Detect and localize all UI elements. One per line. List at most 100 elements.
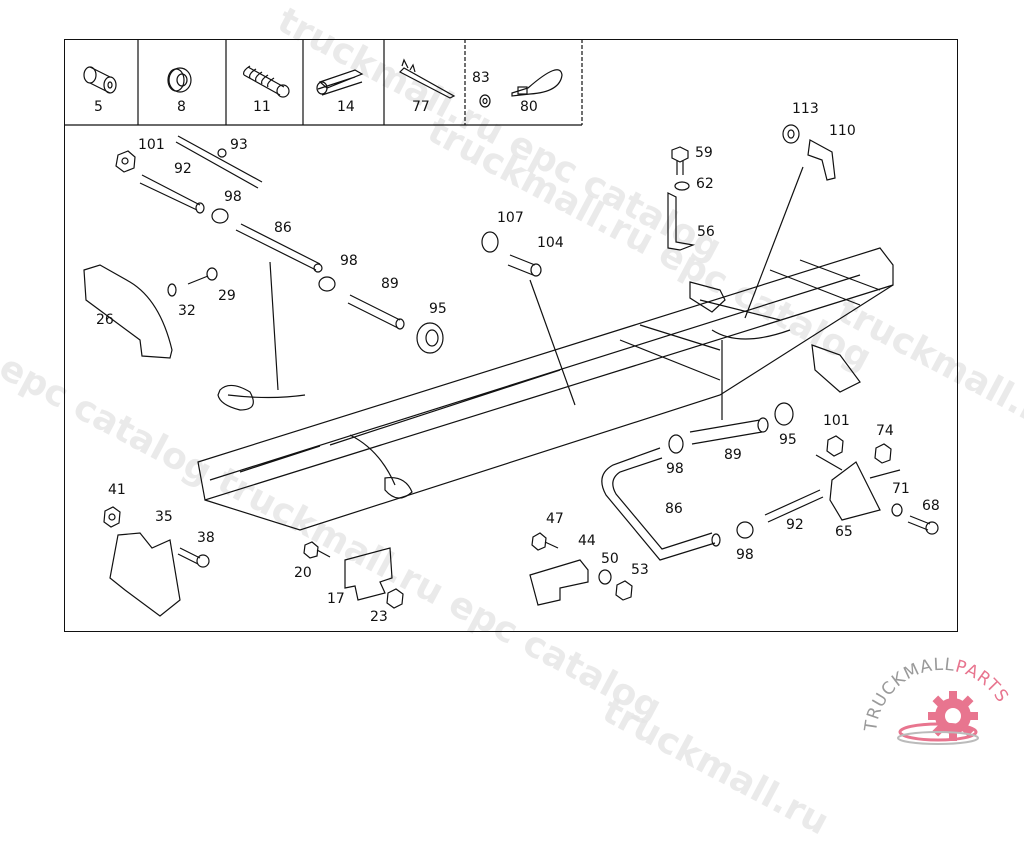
clamp-98: [211, 208, 229, 224]
leader-lines: [269, 166, 804, 420]
bolt-68: [907, 515, 939, 535]
washer-62: [674, 181, 690, 191]
callout-label: 89: [724, 447, 742, 463]
callout-label: 71: [892, 481, 910, 497]
valve-right: [811, 344, 861, 393]
callout-label: 23: [370, 609, 388, 625]
grommet-icon: [167, 67, 192, 93]
exploded-parts-diagram: [64, 39, 939, 617]
callout-label: 98: [224, 189, 242, 205]
callout-label: 50: [601, 551, 619, 567]
callout-label: 95: [429, 301, 447, 317]
connector-89: [347, 294, 405, 330]
connector-107: [481, 231, 499, 253]
nut-53: [615, 580, 633, 601]
callout-label: 59: [695, 145, 713, 161]
screw-29: [187, 267, 218, 285]
callout-label: 92: [174, 161, 192, 177]
bolt-20: [303, 541, 331, 559]
callout-label: 35: [155, 509, 173, 525]
callout-label: 5: [94, 99, 103, 115]
wiring-harness: [217, 329, 791, 499]
callout-label: 11: [253, 99, 271, 115]
legend-grid: [64, 39, 583, 126]
fitting-93: [175, 135, 263, 189]
callout-label: 107: [497, 210, 524, 226]
fitting-92b: [764, 489, 824, 523]
callout-label: 41: [108, 482, 126, 498]
nut-101b: [826, 435, 844, 457]
callout-label: 101: [138, 137, 165, 153]
callout-label: 20: [294, 565, 312, 581]
callout-label: 8: [177, 99, 186, 115]
bracket-56: [667, 192, 696, 251]
clamp-98c: [668, 434, 684, 454]
callout-label: 74: [876, 423, 894, 439]
callout-label: 101: [823, 413, 850, 429]
bracket-35: [109, 532, 181, 617]
bolt-59: [671, 146, 689, 175]
washer-50: [598, 569, 612, 585]
washer-icon: [479, 94, 491, 108]
bolt-38: [177, 547, 210, 568]
callout-label: 26: [96, 312, 114, 328]
fitting-92: [139, 174, 205, 214]
connector-89b: [689, 417, 769, 445]
bracket-44: [529, 559, 589, 606]
callout-label: 38: [197, 530, 215, 546]
nut-23: [386, 588, 404, 609]
callout-label: 110: [829, 123, 856, 139]
bolt-47: [531, 532, 559, 551]
callout-label: 113: [792, 101, 819, 117]
callout-label: 53: [631, 562, 649, 578]
gear-logo-icon: TRUCKMALLPARTS: [861, 655, 1012, 745]
callout-label: 92: [786, 517, 804, 533]
nut-74: [874, 443, 892, 464]
callout-label: 93: [230, 137, 248, 153]
callout-label: 80: [520, 99, 538, 115]
washer-113: [782, 124, 800, 144]
logo-text-accent: PARTS: [953, 657, 1012, 707]
callout-label: 98: [736, 547, 754, 563]
callout-label: 44: [578, 533, 596, 549]
callout-label: 68: [922, 498, 940, 514]
callout-label: 56: [697, 224, 715, 240]
corrugated-tube-icon: [243, 65, 290, 98]
hose-86-upper: [235, 223, 323, 273]
callout-label: 83: [472, 70, 490, 86]
callout-label: 32: [178, 303, 196, 319]
callout-label: 29: [218, 288, 236, 304]
truckmall-parts-logo[interactable]: TRUCKMALLPARTS: [858, 648, 1024, 750]
callout-label: 14: [337, 99, 355, 115]
valve-left: [689, 281, 726, 313]
plate-17: [344, 547, 393, 601]
washer-71: [891, 503, 903, 517]
callout-label: 86: [274, 220, 292, 236]
callout-label: 77: [412, 99, 430, 115]
hose-86-lower: [601, 447, 721, 561]
callout-label: 95: [779, 432, 797, 448]
callout-label: 47: [546, 511, 564, 527]
callout-label: 89: [381, 276, 399, 292]
nut-95: [416, 322, 444, 354]
washer-32: [167, 283, 177, 297]
sleeve-icon: [83, 66, 117, 94]
cable-tie-loop-icon: [511, 69, 563, 97]
double-hose-clip-icon: [316, 69, 364, 96]
bracket-26: [83, 264, 173, 359]
bracket-65: [815, 454, 901, 521]
callout-label: 17: [327, 591, 345, 607]
diagram-frame: [64, 39, 958, 632]
callout-label: 104: [537, 235, 564, 251]
callout-label: 98: [666, 461, 684, 477]
nut-101: [115, 150, 136, 173]
callout-label: 62: [696, 176, 714, 192]
callout-label: 98: [340, 253, 358, 269]
elbow-110: [807, 139, 836, 181]
clamp-98b: [318, 276, 336, 292]
nut-95b: [774, 402, 794, 426]
callout-label: 86: [665, 501, 683, 517]
cable-tie-strip-icon: [398, 58, 456, 99]
nut-41: [103, 506, 121, 528]
connector-104: [507, 254, 542, 277]
